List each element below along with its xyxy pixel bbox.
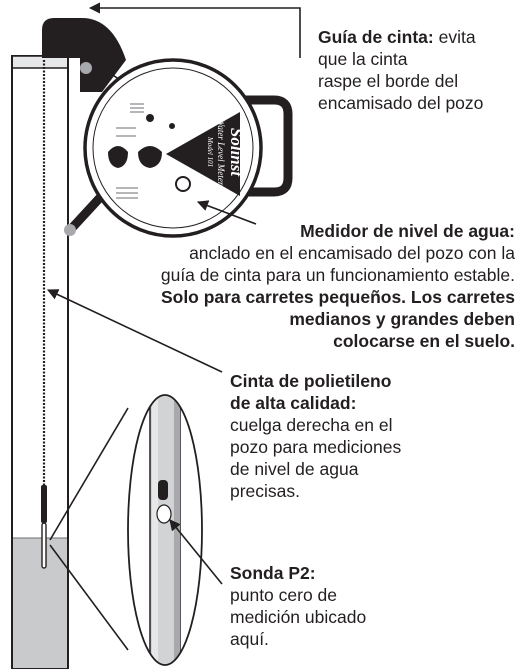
tape-guide-text-4: encamisado del pozo	[318, 93, 484, 113]
tape-title-2: de alta calidad:	[230, 393, 357, 413]
tape-title-1: Cinta de polietileno	[230, 371, 392, 391]
tape-guide	[42, 18, 143, 96]
tape-guide-text-2: que la cinta	[318, 49, 408, 69]
probe-line-2: medición ubicado	[230, 607, 367, 627]
tape-line-2: pozo para mediciones	[230, 437, 402, 457]
reel-product: Water Level Meter	[216, 119, 226, 186]
probe-inset	[127, 394, 203, 666]
reel: Solinst Water Level Meter Model 101	[83, 58, 263, 238]
probe-tip	[156, 504, 172, 524]
tape-guide-text-1: evita	[438, 27, 476, 47]
reel-brand: Solinst	[227, 128, 246, 177]
tape-guide-text-3: raspe el borde del	[318, 71, 459, 91]
tape-line-1: cuelga derecha en el	[230, 415, 393, 435]
tape-in-well	[41, 60, 47, 569]
meter-line-2: guía de cinta para un funcionamiento est…	[160, 265, 515, 285]
tape-line-3: de nivel de agua	[230, 459, 359, 479]
reel-handle	[236, 95, 293, 197]
tape-caption: Cinta de polietileno de alta calidad: cu…	[230, 370, 520, 502]
probe-in-well	[41, 522, 47, 569]
probe-sensor	[158, 480, 168, 500]
reel-model: Model 101	[206, 136, 214, 167]
meter-caption: Medidor de nivel de agua: anclado en el …	[84, 220, 515, 352]
meter-line-1: anclado en el encamisado del pozo con la	[189, 243, 515, 263]
meter-bold-3: colocarse en el suelo.	[333, 331, 515, 351]
probe-title: Sonda P2:	[230, 563, 316, 583]
probe-caption: Sonda P2: punto cero de medición ubicado…	[230, 562, 520, 650]
meter-bold-2: medianos y grandes deben	[289, 309, 515, 329]
tape-guide-caption: Guía de cinta: evita que la cinta raspe …	[318, 26, 518, 114]
tape-guide-title: Guía de cinta:	[318, 27, 434, 47]
callout-lines	[46, 2, 301, 651]
probe-line-1: punto cero de	[230, 585, 338, 605]
meter-bold-1: Solo para carretes pequeños. Los carrete…	[160, 287, 515, 307]
well-casing	[11, 55, 69, 669]
probe-line-3: aquí.	[230, 629, 269, 649]
meter-title: Medidor de nivel de agua:	[300, 221, 515, 241]
water-column	[12, 538, 68, 668]
tape-line-4: precisas.	[230, 481, 301, 501]
